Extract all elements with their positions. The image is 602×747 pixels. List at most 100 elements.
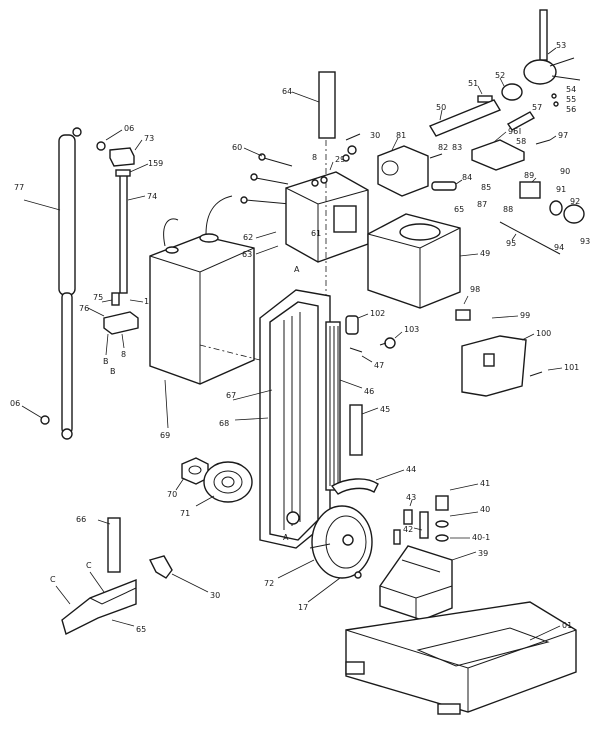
label-66: 66: [76, 515, 86, 524]
part-74-rod: [115, 163, 149, 294]
label-46: 46: [364, 387, 374, 396]
label-06-top: 06: [124, 124, 134, 133]
part-84-shaft: [431, 179, 463, 191]
part-53-hub: [523, 9, 581, 85]
label-94: 94: [554, 243, 564, 252]
part-72-wheel: [277, 505, 373, 603]
label-30-top: 30: [370, 131, 380, 140]
label-B2: B: [110, 367, 116, 376]
part-69-tank: [149, 195, 261, 429]
part-06-bolt: [96, 129, 123, 151]
part-92-knob: [549, 200, 585, 224]
label-64: 64: [282, 87, 292, 96]
part-06-bottom-bolt: [21, 405, 50, 425]
label-96: 96: [508, 127, 518, 136]
label-103: 103: [404, 325, 419, 334]
label-57: 57: [532, 103, 542, 112]
part-44-arc-plate: [330, 469, 405, 495]
label-42: 42: [403, 525, 413, 534]
label-74: 74: [147, 192, 157, 201]
part-40-1-washer: [435, 534, 470, 542]
part-70-nut: [175, 457, 209, 491]
label-29: 29: [335, 155, 345, 164]
part-52-collar: [499, 77, 523, 101]
part-45-bar: [349, 404, 379, 456]
label-60: 60: [232, 143, 242, 152]
part-102-nut: [345, 313, 369, 335]
part-73-block: [109, 139, 143, 167]
label-39: 39: [478, 549, 488, 558]
label-06-bottom: 06: [10, 399, 20, 408]
label-8: 8: [121, 350, 126, 359]
label-84: 84: [462, 173, 472, 182]
part-58-key: [506, 111, 536, 134]
label-100: 100: [536, 329, 551, 338]
label-89: 89: [524, 171, 534, 180]
label-102: 102: [370, 309, 385, 318]
part-54-ball: [551, 93, 557, 99]
part-30-elbow: [148, 555, 209, 593]
label-87: 87: [477, 200, 487, 209]
label-C1: C: [50, 575, 56, 584]
label-44: 44: [406, 465, 416, 474]
label-41: 41: [480, 479, 490, 488]
label-47: 47: [374, 361, 384, 370]
label-98: 98: [470, 285, 480, 294]
part-40-washer: [435, 511, 479, 528]
part-47-screw: [349, 347, 373, 363]
label-82: 82: [438, 143, 448, 152]
label-88: 88: [503, 205, 513, 214]
label-92: 92: [570, 197, 580, 206]
label-30-bottom: 30: [210, 591, 220, 600]
part-29-head-block: [285, 161, 369, 263]
label-58: 58: [516, 137, 526, 146]
part-41-bolt: [435, 483, 479, 511]
part-97-screw: [535, 135, 557, 145]
part-65-plate: [55, 571, 137, 636]
label-A-bottom: A: [283, 533, 289, 542]
part-49-housing: [367, 213, 479, 309]
label-76: 76: [79, 304, 89, 313]
label-43: 43: [406, 493, 416, 502]
part-96-plate: [471, 131, 525, 171]
part-01-base: [345, 601, 577, 715]
label-45: 45: [380, 405, 390, 414]
label-81: 81: [396, 131, 406, 140]
label-69: 69: [160, 431, 170, 440]
part-51-pin: [477, 85, 493, 103]
part-30-screw: [342, 133, 361, 162]
part-100-panel: [461, 333, 535, 397]
label-56: 56: [566, 105, 576, 114]
label-01: 01: [562, 621, 572, 630]
part-71-disk: [195, 461, 253, 507]
label-159: 159: [148, 159, 163, 168]
label-90: 90: [560, 167, 570, 176]
label-75: 75: [93, 293, 103, 302]
part-66-bar: [97, 517, 121, 573]
part-60-bolts: [240, 147, 293, 205]
label-97: 97: [558, 131, 568, 140]
label-77: 77: [14, 183, 24, 192]
part-101-screw: [529, 367, 563, 377]
label-65-small: 65: [454, 205, 464, 214]
label-71: 71: [180, 509, 190, 518]
label-61: 61: [311, 229, 321, 238]
part-82-screw: [429, 153, 443, 159]
label-54: 54: [566, 85, 576, 94]
label-49: 49: [480, 249, 490, 258]
label-67: 67: [226, 391, 236, 400]
label-40-1: 40-1: [472, 533, 490, 542]
part-76-clamp-block: [87, 292, 144, 356]
label-63: 63: [242, 250, 252, 259]
label-C2: C: [86, 561, 92, 570]
label-65: 65: [136, 625, 146, 634]
part-64-rod: [291, 71, 336, 139]
label-B: B: [103, 357, 109, 366]
label-70: 70: [167, 490, 177, 499]
part-95-rod: [499, 221, 561, 255]
label-73: 73: [144, 134, 154, 143]
part-43-bolt: [403, 499, 413, 525]
label-91: 91: [556, 185, 566, 194]
label-53: 53: [556, 41, 566, 50]
